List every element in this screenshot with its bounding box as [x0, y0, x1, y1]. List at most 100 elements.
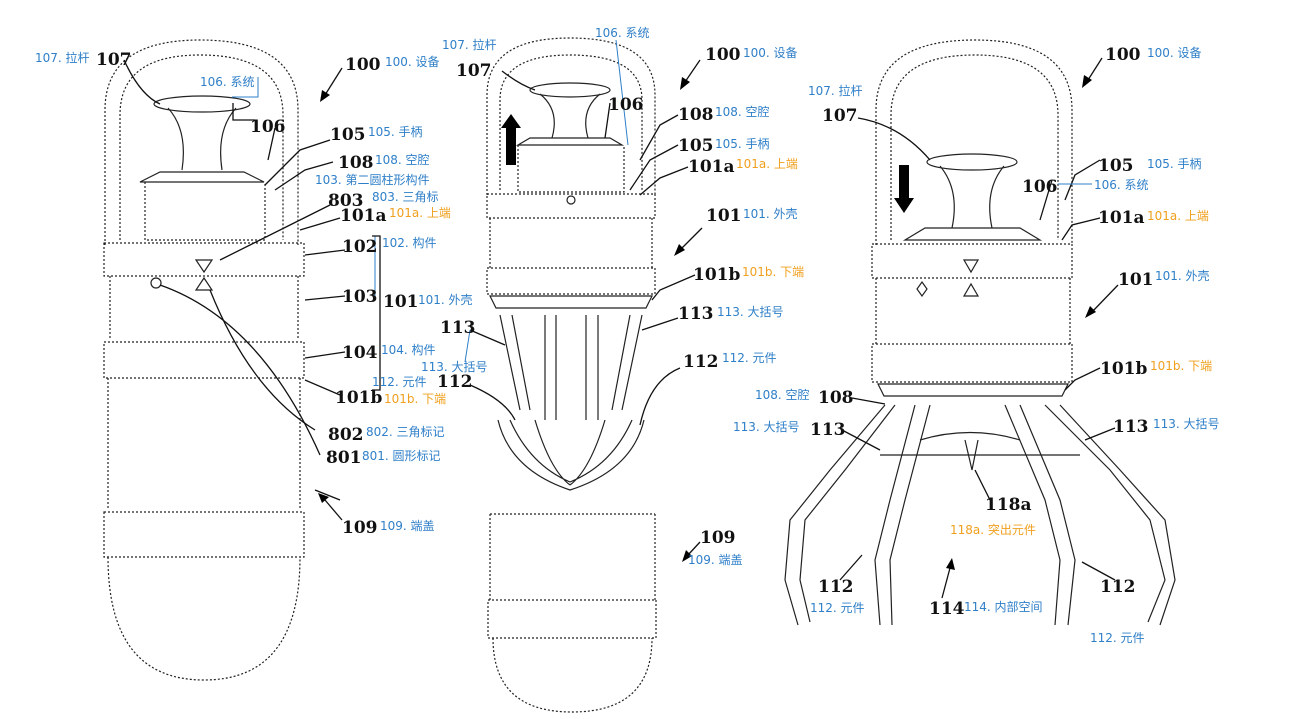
ref-101-left: 101 [383, 292, 419, 312]
mid-handle-base [515, 137, 625, 146]
mid-circle-mark [566, 195, 576, 205]
caption-107-right: 107. 拉杆 [808, 83, 863, 98]
ref-100-right: 100 [1105, 45, 1141, 65]
left-band-102 [103, 242, 305, 277]
caption-101a-mid: 101a. 上端 [736, 157, 798, 171]
ref-105-mid: 105 [678, 136, 714, 156]
caption-108-left: 108. 空腔 [375, 152, 430, 167]
ref-801-left: 801 [326, 448, 362, 468]
left-circle-marker-801 [150, 277, 162, 289]
caption-101b-right: 101b. 下端 [1150, 359, 1212, 373]
caption-104-left: 104. 构件 [381, 342, 436, 357]
ref-112-right-left: 112 [818, 577, 854, 597]
left-triangle-marker-803 [194, 259, 214, 274]
ref-108-left: 108 [338, 153, 374, 173]
ref-107-right: 107 [822, 106, 858, 126]
right-brace-inner-left [874, 404, 931, 626]
caption-109-mid: 109. 端盖 [688, 553, 743, 567]
right-handle-base [902, 227, 1043, 241]
ref-101a-left: 101a [340, 206, 387, 226]
ref-108-mid: 108 [678, 105, 714, 125]
mid-body [489, 218, 653, 268]
caption-803-left: 803. 三角标 [372, 190, 439, 204]
left-body-103 [109, 276, 299, 340]
caption-109-left: 109. 端盖 [380, 519, 435, 533]
right-diamond-marker [916, 280, 928, 298]
figure-middle-device [464, 37, 696, 713]
ref-106-right: 106 [1022, 177, 1058, 197]
caption-118a-right: 118a. 突出元件 [950, 522, 1036, 537]
mid-dome [486, 37, 656, 195]
caption-106-mid: 106. 系统 [595, 26, 650, 40]
caption-105-mid: 105. 手柄 [715, 137, 770, 151]
ref-102-left: 102 [342, 237, 378, 257]
caption-105-left: 105. 手柄 [368, 125, 423, 139]
caption-100-left: 100. 设备 [385, 55, 440, 69]
caption-101a-left: 101a. 上端 [389, 206, 451, 220]
right-band-bottom [871, 343, 1073, 383]
ref-101-mid: 101 [706, 206, 742, 226]
ref-113-mid-right: 113 [678, 304, 714, 324]
pointer-arrows [318, 57, 1119, 599]
caption-112-mid-right: 112. 元件 [722, 351, 777, 365]
ref-802-left: 802 [328, 425, 364, 445]
mid-endcap-band [487, 599, 657, 639]
ref-101b-mid: 101b [693, 265, 740, 285]
caption-112-left: 112. 元件 [372, 375, 427, 389]
left-endcap [107, 556, 301, 681]
caption-802-left: 802. 三角标记 [366, 425, 445, 439]
ref-101a-right: 101a [1098, 208, 1145, 228]
caption-100-right: 100. 设备 [1147, 46, 1202, 60]
ref-100-left: 100 [345, 55, 381, 75]
right-dome-inner [890, 54, 1059, 240]
ref-108-right: 108 [818, 388, 854, 408]
ref-105-left: 105 [330, 125, 366, 145]
ref-113-right-right: 113 [1113, 417, 1149, 437]
caption-801-left: 801. 圆形标记 [362, 449, 441, 463]
figure-right-device [784, 39, 1176, 626]
left-cylinder-103 [144, 182, 266, 241]
ref-113-mid-left: 113 [440, 318, 476, 338]
caption-100-mid: 100. 设备 [743, 46, 798, 60]
caption-106-left: 106. 系统 [200, 75, 255, 89]
ref-101b-right: 101b [1100, 359, 1147, 379]
mid-brace-right [585, 314, 643, 420]
ref-106-left: 106 [250, 117, 286, 137]
left-lower-body [107, 378, 301, 510]
right-triangle-marker-up [962, 282, 980, 297]
ref-101a-mid: 101a [688, 157, 735, 177]
reference-labels: 107. 拉杆 107 100 100. 设备 106. 系统 106 105 … [35, 26, 1220, 645]
ref-107-left: 107 [96, 50, 132, 70]
ref-112-mid-left: 112 [437, 372, 473, 392]
caption-105-right: 105. 手柄 [1147, 157, 1202, 171]
ref-113-right-left: 113 [810, 420, 846, 440]
caption-101b-left: 101b. 下端 [384, 392, 446, 406]
ref-803-left: 803 [328, 191, 364, 211]
caption-112-right-left: 112. 元件 [810, 601, 865, 615]
ref-112-right-right: 112 [1100, 577, 1136, 597]
caption-113-mid-left: 113. 大括号 [421, 359, 488, 374]
right-base-ring [877, 383, 1069, 397]
mid-endcap-dome [492, 637, 653, 713]
right-connector [880, 431, 1080, 456]
caption-113-right-right: 113. 大括号 [1153, 416, 1220, 431]
right-brace-inner-right [1004, 404, 1076, 626]
mid-endcap-tube [489, 513, 656, 600]
left-dome [104, 39, 299, 245]
mid-cylinder [517, 145, 625, 193]
ref-105-right: 105 [1098, 156, 1134, 176]
caption-108-right: 108. 空腔 [755, 387, 810, 402]
caption-103-left: 103. 第二圆柱形构件 [315, 172, 430, 187]
caption-107-left: 107. 拉杆 [35, 50, 90, 65]
ref-112-mid-right: 112 [683, 352, 719, 372]
ref-109-left: 109 [342, 518, 378, 538]
right-down-arrow [894, 165, 914, 213]
ref-118a-right: 118a [985, 495, 1032, 515]
mid-handle-stem [539, 93, 601, 139]
caption-113-mid-right: 113. 大括号 [717, 304, 784, 319]
caption-106-right: 106. 系统 [1094, 178, 1149, 192]
ref-100-mid: 100 [705, 45, 741, 65]
right-brace-right [1044, 404, 1176, 626]
caption-102-left: 102. 构件 [382, 235, 437, 250]
